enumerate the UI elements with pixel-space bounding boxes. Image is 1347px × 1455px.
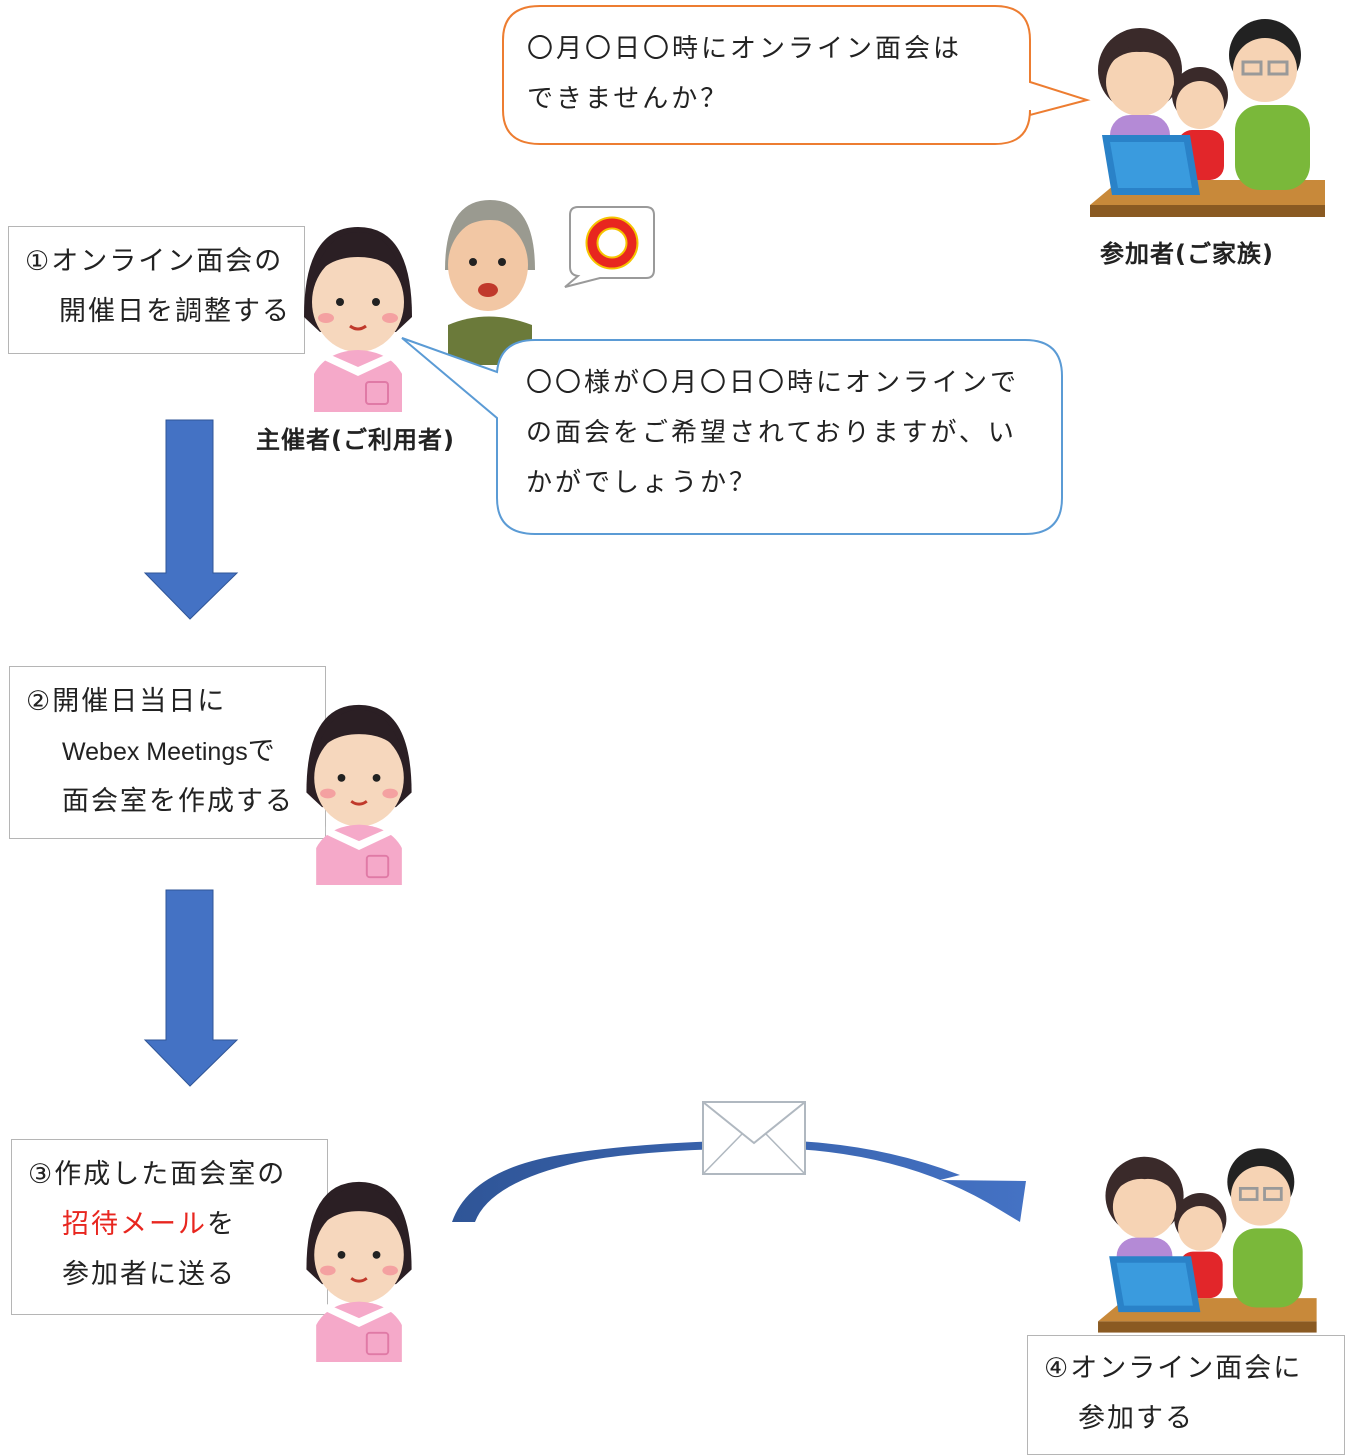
step4-line1: ④オンライン面会に <box>1044 1353 1303 1384</box>
staff-message-line3: かがでしょうか？ <box>526 468 759 498</box>
step3-box: ③作成した面会室の 招待メールを 参加者に送る <box>11 1139 328 1315</box>
family-request-line2: できませんか？ <box>527 84 730 114</box>
step1-box: ①オンライン面会の 開催日を調整する <box>8 226 305 354</box>
staff-message-line1: 〇〇様が〇月〇日〇時にオンラインで <box>526 368 1020 398</box>
down-arrow-2 <box>143 889 239 1087</box>
family-request-line1: 〇月〇日〇時にオンライン面会は <box>527 34 963 64</box>
caregiver-illustration <box>300 1181 418 1362</box>
family-at-laptop-illustration <box>1090 19 1325 217</box>
host-caption: 主催者(ご利用者) <box>256 426 455 454</box>
step3-line3: 参加者に送る <box>62 1259 236 1290</box>
step2-line2: Webex Meetingsで <box>26 727 325 777</box>
staff-speech-bubble <box>401 337 1063 535</box>
step3-line1: ③作成した面会室の <box>28 1159 287 1190</box>
step2-webex-text: Webex Meetings <box>62 738 248 766</box>
step3-line2: 招待メールを <box>28 1200 327 1250</box>
step4-box: ④オンライン面会に 参加する <box>1027 1335 1345 1455</box>
invitation-email-text: 招待メール <box>62 1209 207 1240</box>
step1-line1: ①オンライン面会の <box>25 246 284 277</box>
step2-box: ②開催日当日に Webex Meetingsで 面会室を作成する <box>9 666 326 839</box>
step2-line1: ②開催日当日に <box>26 686 227 717</box>
ok-circle-icon <box>586 217 638 269</box>
step1-line2: 開催日を調整する <box>59 296 291 327</box>
family-at-laptop-illustration <box>1098 1148 1317 1333</box>
step4-line2: 参加する <box>1078 1403 1194 1434</box>
step2-line2-suffix: で <box>247 736 277 767</box>
staff-message-line2: の面会をご希望されておりますが、い <box>526 418 1017 448</box>
ok-speech-bubble <box>564 206 655 288</box>
envelope-icon <box>702 1101 806 1175</box>
caregiver-illustration <box>298 227 418 412</box>
family-caption: 参加者(ご家族) <box>1100 240 1274 268</box>
caregiver-illustration <box>300 704 418 885</box>
down-arrow-1 <box>143 419 239 620</box>
step2-line3: 面会室を作成する <box>62 786 294 817</box>
step3-line2-suffix: を <box>207 1209 236 1240</box>
family-speech-bubble <box>502 5 1091 145</box>
